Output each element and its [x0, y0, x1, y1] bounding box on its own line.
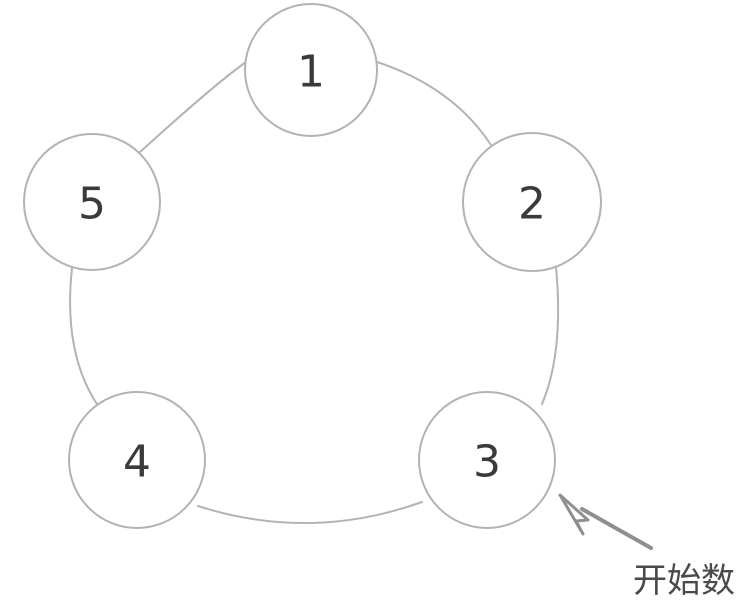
- node-5-label: 5: [78, 179, 106, 230]
- node-1-label: 1: [297, 47, 325, 98]
- edge-node5-node1: [139, 61, 247, 153]
- node-3-circle[interactable]: [418, 391, 556, 529]
- edge-node3-node4: [197, 501, 423, 524]
- start-count-annotation: 开始数: [558, 493, 735, 601]
- node-3-label: 3: [473, 437, 501, 488]
- annotation-leader-line: [580, 507, 653, 550]
- node-5-circle[interactable]: [23, 133, 161, 271]
- node-2-label: 2: [518, 179, 546, 230]
- node-1-circle[interactable]: [244, 3, 378, 137]
- annotation-label: 开始数: [633, 561, 735, 601]
- edge-node4-node5: [69, 267, 105, 415]
- edge-node2-node3: [541, 266, 560, 405]
- edge-node1-node2: [376, 61, 494, 149]
- node-4[interactable]: 4: [68, 391, 206, 529]
- arrow-head-icon: [558, 493, 590, 536]
- node-4-label: 4: [123, 437, 151, 488]
- node-1[interactable]: 1: [244, 3, 378, 137]
- node-4-circle[interactable]: [68, 391, 206, 529]
- ring-edges: [69, 61, 560, 524]
- node-2[interactable]: 2: [462, 132, 602, 272]
- node-2-circle[interactable]: [462, 132, 602, 272]
- node-5[interactable]: 5: [23, 133, 161, 271]
- node-3[interactable]: 3: [418, 391, 556, 529]
